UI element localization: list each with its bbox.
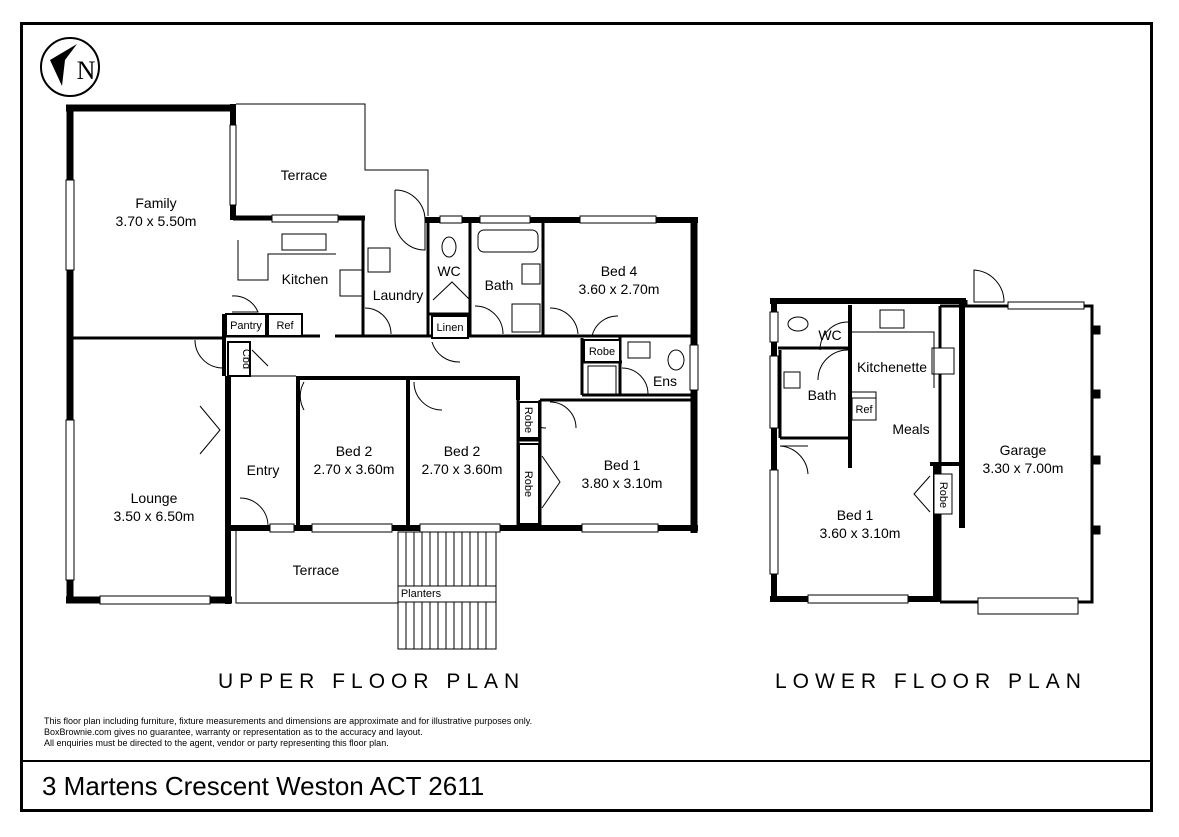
lower-basin-icon [783, 371, 801, 389]
address-divider [20, 760, 1153, 762]
cbd-label: Cbd [240, 349, 252, 369]
ref-label: Ref [276, 320, 294, 332]
lower-robe-label: Robe [937, 482, 949, 508]
disclaimer-line: All enquiries must be directed to the ag… [44, 738, 389, 748]
upper-floor-walls [66, 103, 698, 604]
lower-ref-label: Ref [855, 404, 873, 416]
robe-bed1-label: Robe [522, 471, 534, 497]
terrace-bottom-label: Terrace [293, 562, 340, 578]
stairs [397, 531, 497, 650]
bathtub-icon [477, 229, 539, 253]
kitchenette-label: Kitchenette [857, 359, 927, 375]
bed2b-label: Bed 2 [444, 443, 481, 459]
planters-label: Planters [401, 588, 442, 600]
pantry-label: Pantry [230, 320, 262, 332]
robe-bed2-label: Robe [522, 407, 534, 433]
property-address: 3 Martens Crescent Weston ACT 2611 [42, 771, 485, 801]
ensuite-basin-icon [627, 341, 651, 359]
cooktop-icon [339, 269, 363, 297]
disclaimer-line: BoxBrownie.com gives no guarantee, warra… [44, 727, 423, 737]
laundry-tub-icon [367, 247, 391, 273]
bed4-label: Bed 4 [601, 263, 638, 279]
bath-label: Bath [485, 277, 514, 293]
lounge-label: Lounge [131, 490, 178, 506]
kitchen-label: Kitchen [282, 271, 329, 287]
upper-floor-doors [194, 189, 649, 527]
bed2b-size: 2.70 x 3.60m [422, 461, 503, 477]
lower-cooktop-icon [931, 347, 955, 375]
lower-bed1-size: 3.60 x 3.10m [820, 525, 901, 541]
family-size: 3.70 x 5.50m [116, 213, 197, 229]
page-frame [20, 22, 1153, 812]
family-label: Family [135, 195, 176, 211]
ens-label: Ens [653, 373, 677, 389]
basin-icon [521, 263, 541, 285]
ensuite-shower-icon [587, 365, 617, 395]
entry-label: Entry [247, 462, 280, 478]
bed1-label: Bed 1 [604, 457, 641, 473]
disclaimer-line: This floor plan including furniture, fix… [44, 716, 533, 726]
upper-floor-fixtures [237, 229, 685, 395]
bed1-size: 3.80 x 3.10m [582, 475, 663, 491]
meals-label: Meals [892, 421, 929, 437]
lower-sink-icon [879, 309, 905, 329]
garage-size: 3.30 x 7.00m [983, 460, 1064, 476]
upper-floor-title: UPPER FLOOR PLAN [218, 670, 526, 693]
lower-floor-doors [779, 269, 1005, 513]
bed4-size: 3.60 x 2.70m [579, 281, 660, 297]
laundry-label: Laundry [373, 287, 424, 303]
lower-toilet-icon [787, 316, 809, 332]
linen-label: Linen [437, 322, 464, 334]
robe-ens-label: Robe [589, 346, 615, 358]
terrace-top-label: Terrace [281, 167, 328, 183]
lounge-size: 3.50 x 6.50m [114, 508, 195, 524]
wc-label: WC [437, 263, 460, 279]
ensuite-toilet-icon [667, 349, 685, 371]
shower-icon [511, 303, 541, 333]
north-arrow-icon: N [40, 37, 100, 97]
lower-wc-label: WC [818, 327, 841, 343]
lower-bed1-label: Bed 1 [837, 507, 874, 523]
garage-label: Garage [1000, 442, 1047, 458]
toilet-icon [441, 236, 457, 258]
lower-floor-title: LOWER FLOOR PLAN [775, 670, 1087, 693]
disclaimer: This floor plan including furniture, fix… [44, 716, 532, 749]
lower-bath-label: Bath [808, 387, 837, 403]
bed2a-label: Bed 2 [336, 443, 373, 459]
north-letter: N [77, 56, 96, 85]
kitchen-sink-icon [281, 233, 327, 251]
lower-floor-windows [769, 301, 1101, 615]
bed2a-size: 2.70 x 3.60m [314, 461, 395, 477]
upper-floor-windows [65, 124, 699, 605]
lower-floor-fixtures [783, 309, 955, 515]
